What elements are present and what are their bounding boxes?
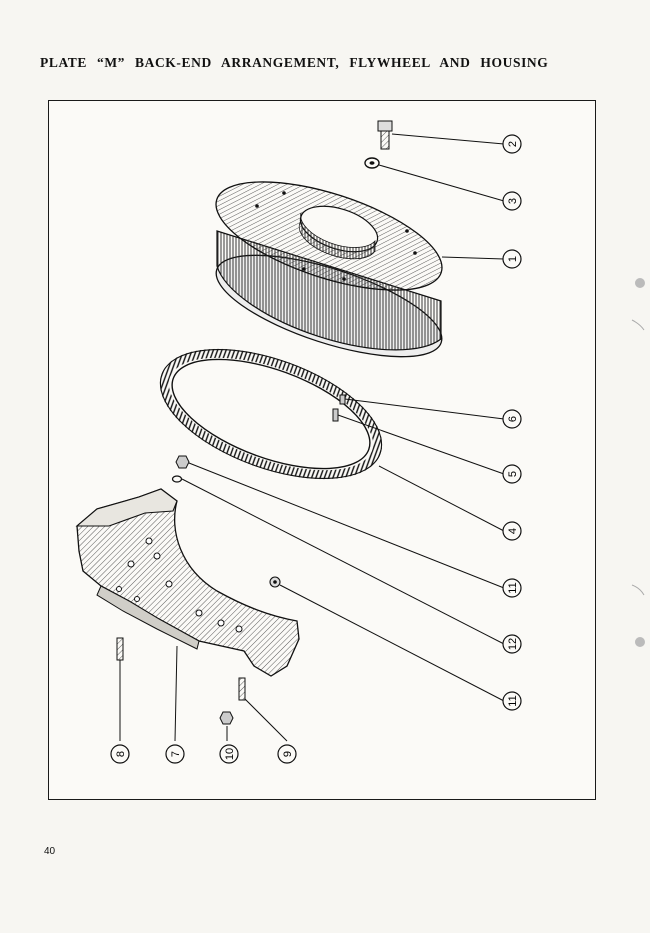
svg-text:12: 12 (507, 638, 519, 650)
svg-text:7: 7 (170, 751, 182, 757)
exploded-diagram: 2 3 1 6 5 4 11 12 (75, 120, 522, 764)
nut (269, 576, 281, 588)
nut (175, 455, 190, 469)
svg-text:1: 1 (507, 256, 519, 262)
page-number: 40 (44, 846, 56, 857)
svg-text:3: 3 (507, 198, 519, 204)
binder-hole-marks (631, 278, 645, 647)
exploded-diagram-frame: 2 3 1 6 5 4 11 12 (48, 100, 596, 800)
svg-text:10: 10 (224, 748, 236, 760)
svg-text:6: 6 (507, 416, 519, 422)
callout-3: 3 (502, 191, 522, 211)
bolt (377, 120, 393, 150)
starter-ring-gear (159, 348, 383, 480)
svg-text:9: 9 (282, 751, 294, 757)
callout-10: 10 (219, 744, 239, 764)
svg-text:4: 4 (507, 528, 519, 534)
flywheel (215, 181, 443, 358)
callout-12: 12 (502, 634, 522, 654)
callout-8: 8 (110, 744, 130, 764)
nut (219, 711, 234, 725)
stud (238, 677, 246, 701)
callout-7: 7 (165, 744, 185, 764)
svg-text:2: 2 (507, 141, 519, 147)
pin (339, 394, 346, 405)
callout-9: 9 (277, 744, 297, 764)
dowel (332, 408, 339, 422)
washer (364, 157, 380, 169)
stud (116, 637, 124, 661)
svg-text:8: 8 (115, 751, 127, 757)
callout-11-upper: 11 (502, 578, 522, 598)
callout-6: 6 (502, 409, 522, 429)
callout-2: 2 (502, 134, 522, 154)
callout-1: 1 (502, 249, 522, 269)
washer (171, 475, 183, 483)
callout-11-lower: 11 (502, 691, 522, 711)
callout-4: 4 (502, 521, 522, 541)
callout-5: 5 (502, 464, 522, 484)
svg-text:5: 5 (507, 471, 519, 477)
svg-text:11: 11 (507, 695, 519, 706)
leader-lines (119, 133, 505, 742)
svg-text:11: 11 (507, 582, 519, 593)
flywheel-housing (75, 488, 300, 677)
plate-title: PLATE “M” BACK-END ARRANGEMENT, FLYWHEEL… (40, 55, 549, 70)
